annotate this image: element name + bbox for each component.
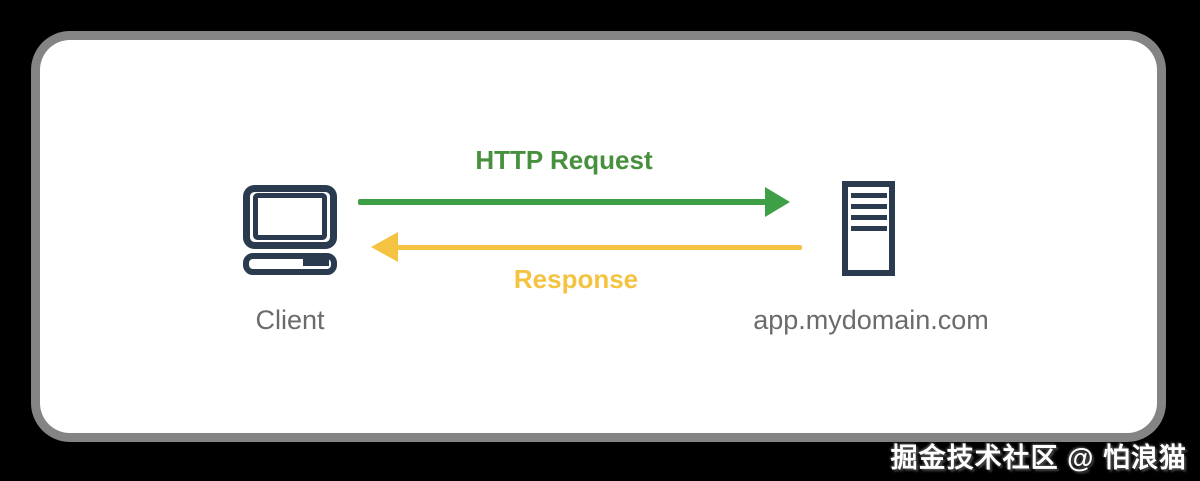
http-request-label: HTTP Request (475, 145, 653, 175)
response-arrow-line (396, 245, 802, 250)
http-request-arrowhead-icon (765, 187, 790, 217)
server-domain-label: app.mydomain.com (753, 305, 989, 335)
client-label: Client (255, 305, 325, 335)
response-label: Response (513, 264, 639, 294)
client-computer-icon (243, 185, 337, 275)
response-arrowhead-icon (371, 232, 398, 262)
http-request-arrow-line (358, 199, 768, 205)
diagram-card (40, 40, 1157, 433)
server-icon (842, 181, 895, 276)
watermark-text: 掘金技术社区 @ 怕浪猫 (890, 443, 1187, 473)
